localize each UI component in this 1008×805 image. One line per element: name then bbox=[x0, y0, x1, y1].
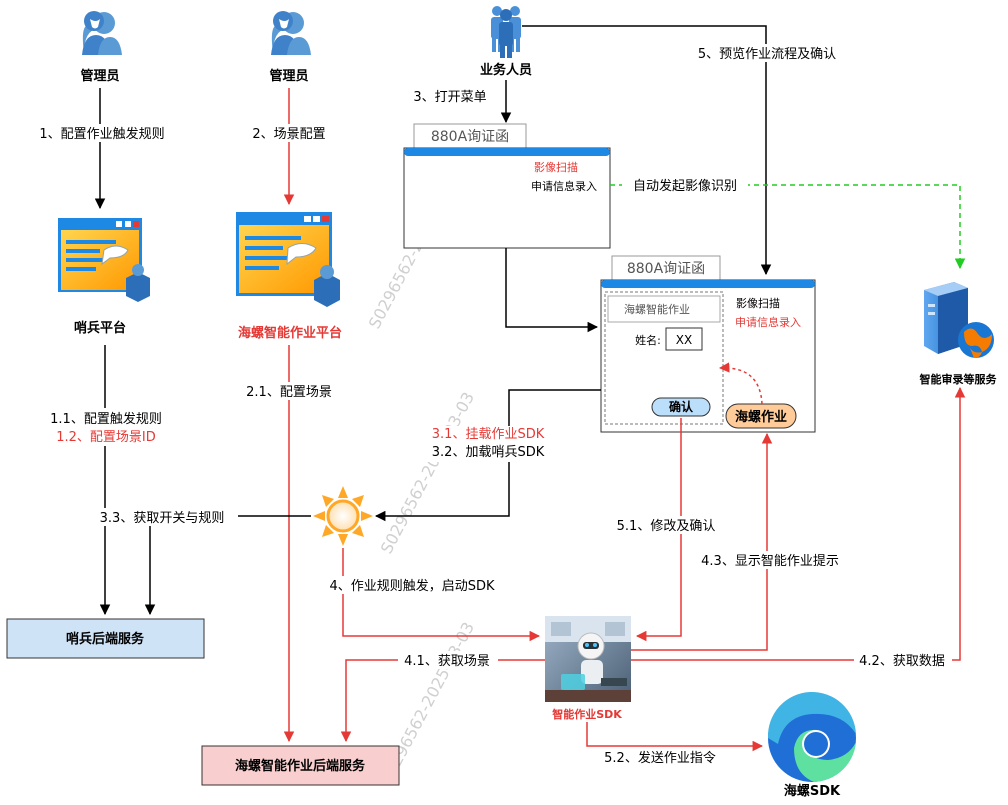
business-staff-icon bbox=[491, 6, 521, 58]
admin-label-2: 管理员 bbox=[269, 68, 308, 84]
edge-label-4-3: 4.3、显示智能作业提示 bbox=[701, 553, 839, 569]
name-label: 姓名: bbox=[635, 333, 661, 347]
sentinel-backend-box bbox=[6, 618, 205, 659]
smart-panel-title: 海螺智能作业 bbox=[624, 302, 690, 316]
edge-label-1-2: 1.2、配置场景ID bbox=[56, 430, 156, 445]
confirm-button[interactable] bbox=[651, 397, 711, 417]
edge-label-5-1: 5.1、修改及确认 bbox=[617, 519, 716, 534]
hailuo-sdk-logo-icon bbox=[767, 691, 856, 782]
window-1-entry: 申请信息录入 bbox=[531, 179, 597, 193]
business-staff-label: 业务人员 bbox=[480, 62, 532, 78]
edge-label-4-1: 4.1、获取场景 bbox=[404, 654, 490, 669]
edge-label-2: 2、场景配置 bbox=[252, 127, 325, 142]
admin-icon-2 bbox=[271, 11, 311, 55]
edge-label-5-2: 5.2、发送作业指令 bbox=[604, 750, 716, 766]
sun-icon bbox=[313, 486, 373, 546]
watermark-2: S0296562-2025-03-03 bbox=[377, 389, 478, 557]
window-2-tab: 880A询证函 bbox=[627, 261, 705, 277]
hailuo-task-button[interactable] bbox=[725, 403, 797, 429]
hailuo-backend-box bbox=[201, 745, 400, 786]
admin-label-1: 管理员 bbox=[80, 68, 119, 84]
robot-icon bbox=[545, 616, 631, 702]
window-2-entry: 申请信息录入 bbox=[735, 315, 801, 329]
window-1-tab: 880A询证函 bbox=[431, 129, 509, 145]
edge-label-3-3: 3.3、获取开关与规则 bbox=[100, 511, 225, 526]
audit-service-label: 智能审录等服务 bbox=[920, 372, 998, 386]
name-value: XX bbox=[676, 333, 692, 347]
window-1-scan: 影像扫描 bbox=[534, 160, 578, 174]
edge-label-3-2: 3.2、加载哨兵SDK bbox=[432, 445, 545, 460]
edge-label-2-1: 2.1、配置场景 bbox=[246, 385, 332, 400]
edge-label-4: 4、作业规则触发，启动SDK bbox=[329, 578, 495, 594]
hailuo-backend-label: 海螺智能作业后端服务 bbox=[235, 758, 366, 774]
edge-label-auto: 自动发起影像识别 bbox=[633, 178, 737, 194]
edges bbox=[94, 25, 966, 752]
sentinel-platform-icon bbox=[58, 218, 150, 302]
edge-label-1-1: 1.1、配置触发规则 bbox=[50, 411, 162, 427]
hailuo-platform-label: 海螺智能作业平台 bbox=[238, 325, 342, 341]
sentinel-backend-label: 哨兵后端服务 bbox=[66, 631, 145, 647]
smart-sdk-label: 智能作业SDK bbox=[552, 707, 622, 721]
edge-label-1: 1、配置作业触发规则 bbox=[39, 126, 164, 142]
admin-icon-1 bbox=[82, 11, 122, 55]
edge-labels: 1、配置作业触发规则 2、场景配置 3、打开菜单 5、预览作业流程及确认 自动发… bbox=[24, 44, 952, 766]
window-880a-1: 880A询证函 影像扫描 申请信息录入 bbox=[403, 123, 611, 249]
window-880a-2: 880A询证函 海螺智能作业 姓名: XX 确认 海螺作业 影像扫描 申请信息录… bbox=[600, 255, 816, 433]
edge-label-5: 5、预览作业流程及确认 bbox=[698, 46, 836, 62]
edge-label-4-2: 4.2、获取数据 bbox=[859, 654, 945, 669]
sentinel-platform-label: 哨兵平台 bbox=[74, 320, 126, 336]
name-field[interactable] bbox=[665, 327, 703, 351]
server-icon bbox=[924, 282, 994, 358]
edge-label-3: 3、打开菜单 bbox=[413, 90, 486, 105]
confirm-label: 确认 bbox=[669, 399, 694, 414]
hailuo-platform-icon bbox=[236, 212, 340, 307]
watermarks: S0296562-2025-03-03 S0296562-2025-03-03 … bbox=[365, 164, 478, 787]
hailuo-sdk-label: 海螺SDK bbox=[784, 783, 841, 799]
hailuo-task-label: 海螺作业 bbox=[735, 409, 787, 425]
edge-label-3-1: 3.1、挂载作业SDK bbox=[432, 427, 545, 442]
window-2-scan: 影像扫描 bbox=[736, 296, 780, 310]
